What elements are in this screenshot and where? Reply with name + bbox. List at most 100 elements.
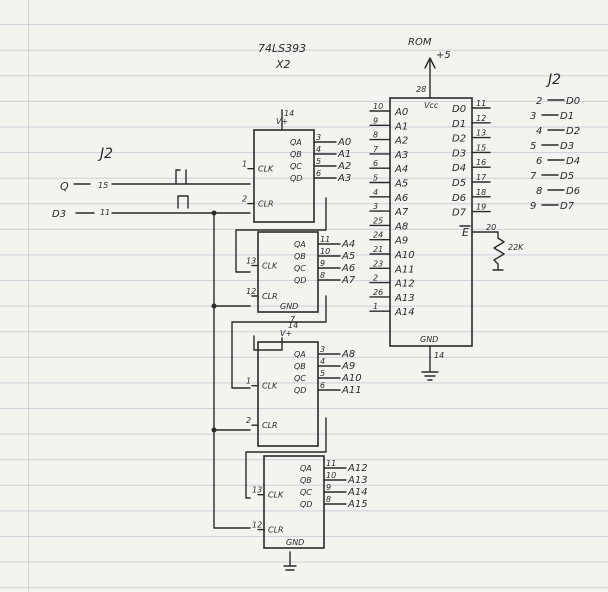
rom-addr-pin-13-name: A13	[394, 293, 415, 304]
counter-3-out-0-q: QA	[294, 350, 306, 359]
rom-ground-symbol	[421, 345, 439, 381]
counter-1-clr-label: CLR	[258, 200, 274, 209]
rom-addr-pin-4-name: A4	[394, 164, 408, 175]
rom-data-pin-4-name: D4	[452, 163, 466, 174]
rom-addr-pin-2-number: 8	[373, 131, 378, 140]
counter-1-out-2-sig: A2	[337, 161, 351, 172]
rom-data-pin-6-name: D6	[452, 193, 466, 204]
counter-2-out-3-sig: A7	[341, 275, 356, 286]
counter-1-box	[253, 129, 315, 223]
counter-4-out-3-pin: 8	[326, 495, 331, 504]
rom-addr-pin-3-number: 7	[373, 145, 379, 154]
rom-data-pin-7-name: D7	[452, 208, 467, 219]
counter-4-out-2-pin: 9	[326, 483, 331, 492]
rom-enable-resistor	[471, 231, 505, 271]
rom-data-pin-7-number: 19	[476, 203, 486, 212]
page-margin-line	[28, 0, 29, 592]
rom-addr-pin-6-number: 4	[373, 188, 378, 197]
counter-2-out-0-pin: 11	[320, 235, 330, 244]
clear-bus-wire	[213, 212, 251, 529]
rom-addr-pin-1-name: A1	[394, 121, 408, 132]
counter-4-out-2-q: QC	[300, 488, 312, 497]
input-d3-wire	[75, 195, 251, 214]
counter-qty-label: X2	[275, 58, 291, 71]
clear-bus-junction-2	[211, 303, 217, 309]
rom-data-pin-1-name: D1	[452, 119, 466, 130]
counter-2-box	[257, 231, 319, 313]
counter-4-out-0-pin: 11	[326, 459, 336, 468]
j2-pin-1-name: D1	[560, 111, 574, 122]
rom-addr-pin-9-number: 24	[373, 231, 383, 240]
counter-2-out-2-pin: 9	[320, 259, 325, 268]
rom-chip	[389, 97, 473, 347]
input-d3-pin: 11	[100, 208, 110, 217]
rom-addr-pin-14-number: 1	[373, 302, 378, 311]
rom-addr-pin-0-number: 10	[373, 102, 383, 111]
rom-gnd-label: GND	[420, 335, 438, 344]
clear-bus-junction-1	[211, 210, 217, 216]
rom-title: ROM	[408, 37, 432, 48]
rom-addr-pin-0-name: A0	[394, 107, 408, 118]
j2-pin-6-number: 8	[536, 186, 542, 197]
counter-3-clk-label: CLK	[262, 382, 278, 391]
j2-pin-5-number: 7	[530, 171, 537, 182]
counter-3-out-2-pin: 5	[320, 369, 325, 378]
counter-4-out-3-sig: A15	[347, 499, 368, 510]
rom-address-pins: 10A09A18A27A36A45A54A63A725A824A921A1023…	[369, 102, 415, 318]
rom-addr-pin-7-number: 3	[373, 202, 378, 211]
counter-4-out-1-pin: 10	[326, 471, 336, 480]
counter-3-out-2-sig: A10	[341, 373, 362, 384]
rom-addr-pin-4-number: 6	[373, 159, 378, 168]
counter-1-clr-pin: 2	[242, 195, 247, 204]
counter-1-out-0-sig: A0	[337, 137, 351, 148]
j2-pin-0-number: 2	[536, 96, 542, 107]
rom-data-pin-4-number: 16	[476, 158, 486, 167]
counter-2-out-1-pin: 10	[320, 247, 330, 256]
counter-4-out-1-q: QB	[300, 476, 312, 485]
counter-3-vcc-label: V+	[280, 329, 292, 338]
counter-1-out-1-pin: 4	[316, 145, 321, 154]
counter-2-out-1-sig: A5	[341, 251, 355, 262]
j2-pin-4-number: 6	[536, 156, 542, 167]
counter-3-vcc-pin: 14	[288, 321, 298, 330]
rom-resistor-label: 22K	[508, 243, 524, 252]
counter-2-clr-label: CLR	[262, 292, 278, 301]
rom-data-pin-1-number: 12	[476, 114, 486, 123]
rom-vcc-label: Vcc	[424, 101, 439, 110]
input-q-wire	[73, 169, 251, 185]
rom-data-pin-5-number: 17	[476, 173, 487, 182]
counter-4-clk-label: CLK	[268, 491, 284, 500]
counter-3-out-3-sig: A11	[341, 385, 362, 396]
counter-1-out-3-q: QD	[290, 174, 302, 183]
counter-3-box	[257, 341, 319, 447]
counter-1-out-0-pin: 3	[316, 133, 321, 142]
j2-pin-7-name: D7	[560, 201, 575, 212]
j2-pin-0-name: D0	[566, 96, 580, 107]
rom-data-pin-3-name: D3	[452, 148, 466, 159]
j2-pin-2-number: 4	[536, 126, 542, 137]
rom-addr-pin-1-number: 9	[373, 116, 378, 125]
counter-4-ground-symbol	[283, 551, 297, 571]
rom-gnd-pin: 14	[434, 351, 444, 360]
cascade-wire-3	[245, 417, 327, 499]
rom-addr-pin-9-name: A9	[394, 236, 408, 247]
counter-1-out-1-q: QB	[290, 150, 302, 159]
counter-3-out-3-q: QD	[294, 386, 306, 395]
rom-enable-label: E	[462, 226, 469, 239]
counter-3-out-2-q: QC	[294, 374, 306, 383]
clear-bus-junction-3	[211, 427, 217, 433]
rom-supply-label: +5	[436, 50, 451, 61]
j2-pin-7-number: 9	[530, 201, 536, 212]
rom-data-pin-2-number: 13	[476, 129, 486, 138]
counter-2-clr-pin: 12	[246, 287, 256, 296]
rom-addr-pin-14-name: A14	[394, 307, 415, 318]
counter-2-out-3-q: QD	[294, 276, 306, 285]
j2-pin-6-name: D6	[566, 186, 580, 197]
counter-2-out-2-sig: A6	[341, 263, 355, 274]
counter-1-out-2-pin: 5	[316, 157, 321, 166]
counter-3-clk-pin: 1	[246, 377, 251, 386]
